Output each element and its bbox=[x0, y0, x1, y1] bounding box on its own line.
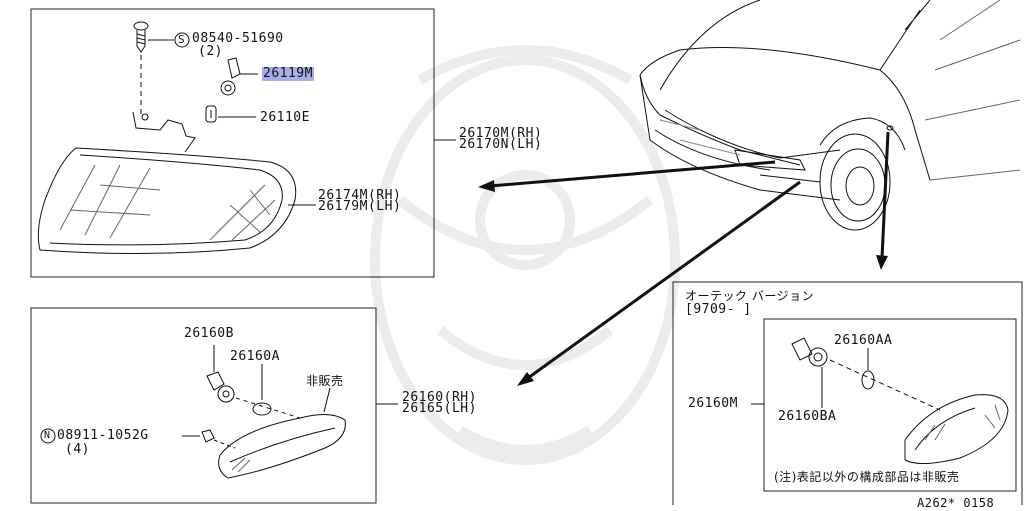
socket-drawing bbox=[220, 57, 258, 96]
bottom-socket-part-number: 26160B bbox=[184, 326, 234, 341]
bottom-assy-part-number-lh: 26165(LH) bbox=[402, 401, 477, 416]
right-marker-drawing bbox=[904, 394, 1009, 464]
bottom-bulb-part-number: 26160A bbox=[230, 349, 280, 364]
right-panel-box bbox=[672, 281, 1023, 505]
socket-part-number[interactable]: 26119M bbox=[262, 66, 314, 81]
not-sold-label: 非販売 bbox=[306, 374, 344, 388]
bottom-assy-part-number-rh: 26160(RH) bbox=[402, 390, 477, 405]
front-lamp-drawing bbox=[37, 111, 297, 255]
not-sold-note: (注)表記以外の構成部品は非販売 bbox=[774, 470, 960, 484]
pointer-arrows bbox=[478, 131, 890, 386]
screw-drawing bbox=[133, 21, 149, 115]
bottom-bulb-drawing bbox=[235, 364, 301, 419]
version-label: オーテック バージョン bbox=[685, 289, 815, 303]
bulb-part-number: 26110E bbox=[260, 110, 310, 125]
bottom-nut-drawing bbox=[40, 428, 236, 449]
right-bulb-drawing bbox=[829, 348, 941, 411]
lens-part-number-rh: 26174M(RH) bbox=[318, 188, 402, 203]
car-drawing bbox=[639, 0, 1021, 231]
screw-part-number: 08540-51690 bbox=[192, 31, 284, 46]
lens-part-number-lh: 26179M(LH) bbox=[318, 199, 402, 214]
nut-part-number: 08911-1052G bbox=[57, 428, 149, 443]
assy-part-number-rh: 26170M(RH) bbox=[459, 126, 543, 141]
right-bulb-part-number: 26160AA bbox=[834, 333, 893, 348]
bottom-panel-box bbox=[30, 307, 377, 504]
right-socket-drawing bbox=[791, 337, 828, 408]
top-panel-box bbox=[30, 8, 435, 278]
right-assy-part-number: 26160M bbox=[688, 396, 738, 411]
right-socket-part-number: 26160BA bbox=[778, 409, 837, 424]
assy-part-number-lh: 26170N(LH) bbox=[459, 137, 543, 152]
screw-quantity: (2) bbox=[198, 44, 223, 59]
screw-s-symbol bbox=[174, 32, 190, 48]
right-inner-box bbox=[763, 318, 1017, 492]
date-range: [9709- ] bbox=[685, 302, 752, 317]
nut-n-mark: N bbox=[44, 430, 51, 441]
side-marker-drawing bbox=[218, 387, 346, 479]
bulb-drawing bbox=[205, 105, 256, 123]
watermark-logo bbox=[370, 45, 680, 465]
bottom-socket-drawing bbox=[206, 345, 235, 403]
screw-s-mark: S bbox=[178, 33, 186, 46]
nut-quantity: (4) bbox=[65, 442, 90, 457]
diagram-code: A262* 0158 bbox=[917, 496, 995, 510]
